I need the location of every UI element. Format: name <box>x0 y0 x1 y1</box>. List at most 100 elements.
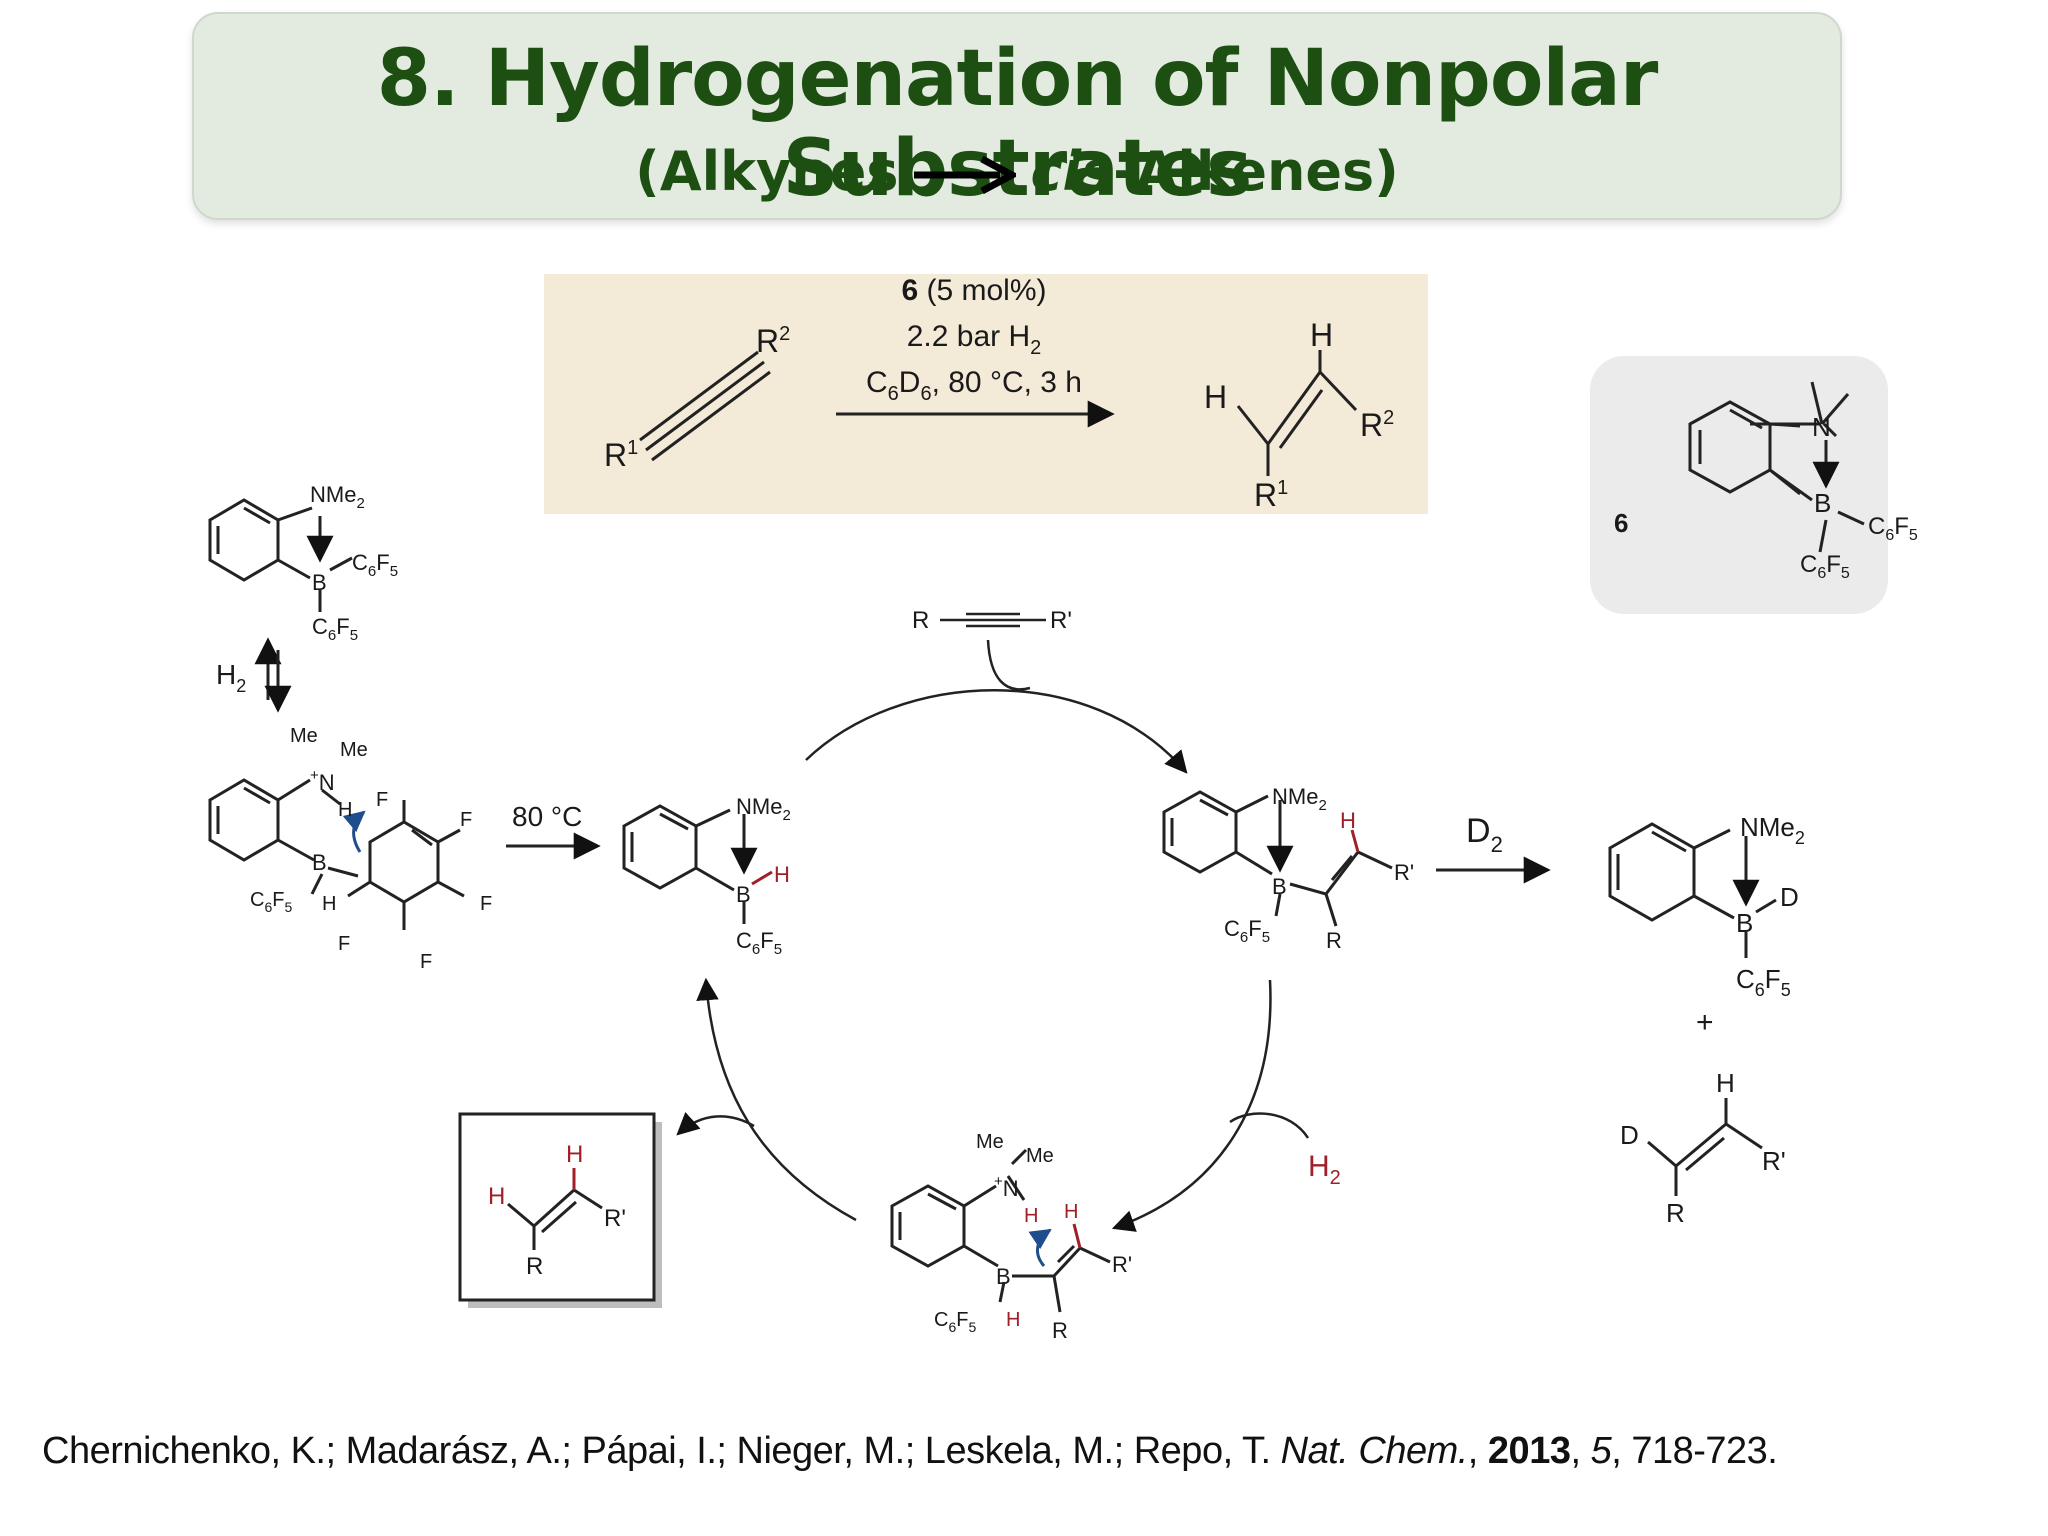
zw-me2: Me <box>340 739 368 761</box>
zwitterion-h2-adduct <box>208 778 465 930</box>
citation-year: 2013 <box>1487 1430 1571 1472</box>
deut-d: D <box>1780 882 1799 912</box>
product-release-arrow <box>676 1112 755 1136</box>
borane-c6f5: C6F5 <box>736 928 782 958</box>
temperature-label: 80 °C <box>512 801 582 832</box>
alkenyl-ch-bond <box>1350 829 1360 853</box>
bot-r: R <box>1052 1318 1068 1343</box>
d2-label: D2 <box>1466 812 1503 857</box>
plus-sign: + <box>1696 1006 1714 1039</box>
cycle-arrow-right <box>1111 979 1272 1232</box>
product-h-top: H <box>1310 317 1333 353</box>
dalkene-rprime: R' <box>1762 1146 1786 1176</box>
bottom-ch-bond <box>1072 1223 1082 1249</box>
condition-solvent: C6D6, 80 °C, 3 h <box>866 366 1082 405</box>
catalytic-cycle-diagram: R1 R2 6 (5 mol%) 2.2 bar H2 C6D6, 80 °C,… <box>208 274 1918 1343</box>
borane-b: B <box>736 882 751 907</box>
h2-equilibrium-label: H2 <box>216 659 246 696</box>
condition-pressure: 2.2 bar H2 <box>907 320 1042 359</box>
cis-alkene-product <box>1236 350 1358 476</box>
bottom-proton-arrow <box>1028 1228 1052 1267</box>
resting-b: B <box>312 570 327 595</box>
alkenyl-c6f5: C6F5 <box>1224 916 1270 946</box>
box-h-top: H <box>566 1141 583 1168</box>
title-banner: 8. Hydrogenation of Nonpolar Substrates … <box>192 12 1842 220</box>
cycle-arrow-bottom <box>696 977 857 1222</box>
deut-b: B <box>1736 908 1753 938</box>
slide-subtitle: (Alkynes cis-Alkenes) <box>194 140 1840 203</box>
bot-rprime: R' <box>1112 1252 1132 1277</box>
alkenyl-b: B <box>1272 874 1287 899</box>
borane-hydride <box>622 804 758 924</box>
reaction-arrow-icon <box>914 156 1017 195</box>
zw-h-b: H <box>322 893 336 915</box>
citation-sep1: , <box>1467 1430 1488 1472</box>
bot-b: B <box>996 1264 1011 1289</box>
bot-n: +N <box>994 1173 1019 1201</box>
reaction-scheme-panel <box>544 274 1428 514</box>
borane-deuteride <box>1608 822 1777 958</box>
alkenyl-r: R <box>1326 928 1342 953</box>
citation-sep2: , <box>1570 1430 1591 1472</box>
catalyst-b: B <box>1814 488 1831 518</box>
product-h-left: H <box>1204 379 1227 415</box>
catalyst-label: 6 <box>1614 508 1628 538</box>
dalkene-h: H <box>1716 1068 1735 1098</box>
borane-h: H <box>774 862 790 887</box>
resting-nme2: NMe2 <box>310 482 365 512</box>
citation-pages: , 718-723. <box>1611 1430 1778 1472</box>
alkenylborane <box>1162 790 1393 927</box>
bot-me2: Me <box>1026 1145 1054 1167</box>
resting-c6f5-b: C6F5 <box>312 614 358 644</box>
bot-h-c: H <box>1064 1201 1078 1223</box>
alkyne-r: R <box>912 607 929 634</box>
bot-me1: Me <box>976 1131 1004 1153</box>
alkyne-rprime: R' <box>1050 607 1072 634</box>
zw-n: +N <box>310 767 335 795</box>
zw-h-n: H <box>338 799 352 821</box>
citation-volume: 5 <box>1590 1430 1612 1472</box>
deuterated-alkene <box>1647 1098 1763 1196</box>
zw-f1: F <box>376 789 388 811</box>
citation-authors: Chernichenko, K.; Madarász, A.; Pápai, I… <box>42 1430 1281 1472</box>
reactant-r2: R2 <box>756 323 790 359</box>
deut-c6f5: C6F5 <box>1736 964 1791 1000</box>
bot-h-n: H <box>1024 1205 1038 1227</box>
subtitle-left: (Alkynes <box>635 140 899 203</box>
box-h-left: H <box>488 1183 505 1210</box>
subtitle-italic: cis <box>1030 140 1114 203</box>
alkenyl-rprime: R' <box>1394 860 1414 885</box>
zw-f2: F <box>460 809 472 831</box>
bottom-intermediate <box>890 1148 1111 1313</box>
zw-f5: F <box>338 933 350 955</box>
h2-entry-arrow <box>1229 1112 1310 1139</box>
condition-catalyst: 6 (5 mol%) <box>901 274 1046 307</box>
catalyst-6-structure <box>1688 381 1865 553</box>
product-r1: R1 <box>1254 477 1288 513</box>
cycle-arrow-top <box>805 689 1188 774</box>
catalyst-c6f5-right: C6F5 <box>1868 513 1918 544</box>
box-rprime: R' <box>604 1205 626 1232</box>
bot-h-b: H <box>1006 1309 1020 1331</box>
dalkene-d: D <box>1620 1120 1639 1150</box>
zw-f3: F <box>480 893 492 915</box>
slide-title: 8. Hydrogenation of Nonpolar Substrates <box>376 34 1659 214</box>
box-r: R <box>526 1253 543 1280</box>
alkyne-entry-arrow <box>986 639 1031 691</box>
zw-b: B <box>312 850 327 875</box>
alkyne-reactant <box>639 350 771 462</box>
zw-c6f5: C6F5 <box>250 889 292 915</box>
citation-journal: Nat. Chem. <box>1280 1430 1469 1472</box>
borane-nme2: NMe2 <box>736 794 791 824</box>
catalyst-c6f5-bottom: C6F5 <box>1800 551 1850 582</box>
citation: Chernichenko, K.; Madarász, A.; Pápai, I… <box>42 1430 2022 1473</box>
borane-bh-bond <box>751 870 773 886</box>
alkenyl-h: H <box>1340 808 1356 833</box>
resting-state-adduct <box>208 498 353 612</box>
bot-c6f5: C6F5 <box>934 1309 976 1335</box>
catalyst-n: N <box>1812 412 1831 442</box>
deut-nme2: NMe2 <box>1740 812 1805 848</box>
zw-f4: F <box>420 951 432 973</box>
zwitterion-hydride-arrow <box>342 810 366 853</box>
subtitle-right: -Alkenes) <box>1113 140 1399 203</box>
